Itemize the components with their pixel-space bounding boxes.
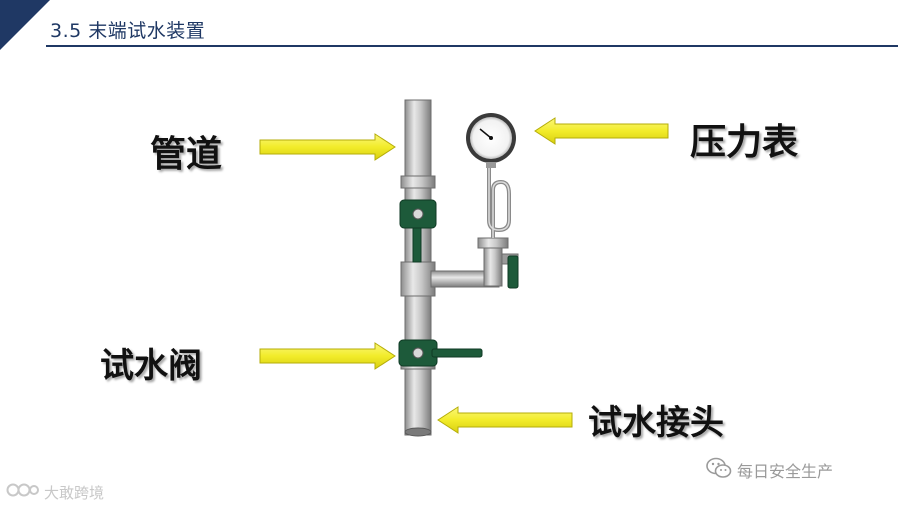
watermark-left: 大敢跨境 xyxy=(6,480,104,504)
watermark-right: 每日安全生产 xyxy=(706,457,833,483)
label-pipe: 管道 xyxy=(150,133,223,175)
wechat-icon xyxy=(706,457,732,483)
header-rule xyxy=(46,45,898,47)
slide-header: 3.5 末端试水装置 xyxy=(0,0,900,52)
logo-icon xyxy=(6,480,40,504)
gauge-branch-pipe xyxy=(430,164,519,289)
header-corner-shape xyxy=(0,0,50,50)
main-pipe xyxy=(400,99,436,437)
slide-title: 3.5 末端试水装置 xyxy=(50,20,206,42)
label-pressure-gauge: 压力表 xyxy=(690,121,799,163)
arrow-valve xyxy=(259,342,396,370)
arrow-gauge xyxy=(534,117,669,145)
test-valve-body xyxy=(398,339,483,367)
arrow-connector xyxy=(437,406,573,434)
watermark-left-text: 大敢跨境 xyxy=(44,483,105,502)
label-test-connector: 试水接头 xyxy=(588,403,724,443)
pressure-gauge xyxy=(466,113,516,168)
watermark-right-text: 每日安全生产 xyxy=(737,462,834,481)
arrow-pipe xyxy=(259,133,396,161)
label-test-valve: 试水阀 xyxy=(100,346,202,386)
upper-valve xyxy=(399,199,437,263)
